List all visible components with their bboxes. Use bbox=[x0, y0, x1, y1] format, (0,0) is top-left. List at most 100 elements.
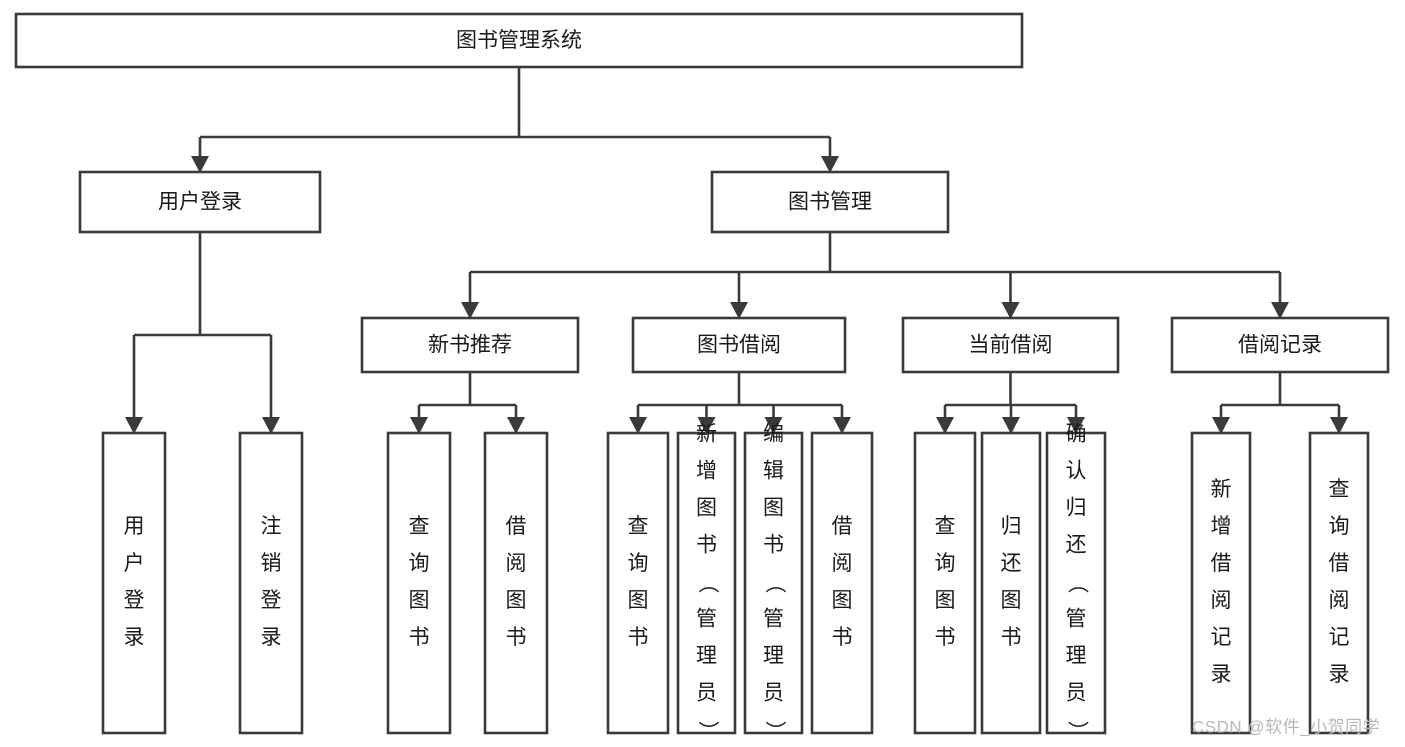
node-label-char: 图 bbox=[696, 497, 717, 520]
node-book-borrow[interactable]: 图书借阅 bbox=[631, 316, 847, 374]
node-label-char: 借 bbox=[1329, 552, 1350, 575]
arrow-head bbox=[1212, 417, 1230, 434]
node-leaf-user-login[interactable]: 用户登录 bbox=[101, 431, 167, 735]
node-label-char: 管 bbox=[696, 608, 717, 631]
node-label-char: 书 bbox=[628, 626, 649, 649]
node-box bbox=[913, 431, 977, 735]
node-label-char: ） bbox=[1065, 721, 1088, 742]
node-label-char: 新 bbox=[696, 423, 717, 446]
node-label-char: 图 bbox=[832, 589, 853, 612]
node-box bbox=[606, 431, 670, 735]
node-borrow-record[interactable]: 借阅记录 bbox=[1170, 316, 1390, 374]
node-label-char: （ bbox=[763, 573, 786, 594]
node-label-char: 销 bbox=[261, 552, 282, 575]
nodes-layer: 图书管理系统用户登录图书管理新书推荐图书借阅当前借阅借阅记录用户登录注销登录查询… bbox=[14, 12, 1390, 742]
node-root[interactable]: 图书管理系统 bbox=[14, 12, 1024, 69]
arrow-head bbox=[697, 417, 716, 434]
node-label-char: 图 bbox=[628, 589, 649, 612]
node-box bbox=[901, 316, 1120, 374]
node-box bbox=[360, 316, 580, 374]
node-label-char: 户 bbox=[124, 552, 145, 575]
node-label-char: 查 bbox=[935, 515, 956, 538]
node-label-char: 询 bbox=[628, 552, 649, 575]
node-label-char: 记 bbox=[1211, 626, 1232, 649]
edge-group-user-login bbox=[125, 232, 280, 434]
arrow-head bbox=[1001, 302, 1020, 319]
node-label: 新书推荐 bbox=[428, 334, 512, 357]
node-new-book-rec[interactable]: 新书推荐 bbox=[360, 316, 580, 374]
arrow-head bbox=[1002, 417, 1020, 434]
node-box bbox=[483, 431, 549, 735]
node-label-char: 录 bbox=[1211, 663, 1232, 686]
node-label-char: 录 bbox=[261, 626, 282, 649]
node-label-char: 编 bbox=[763, 423, 784, 446]
node-label-char: 归 bbox=[1001, 515, 1022, 538]
node-box bbox=[810, 431, 874, 735]
node-box bbox=[631, 316, 847, 374]
node-box bbox=[676, 431, 737, 735]
node-label-char: 还 bbox=[1001, 552, 1022, 575]
node-label-char: 登 bbox=[124, 589, 145, 612]
node-label-char: 增 bbox=[696, 460, 717, 483]
arrow-head bbox=[1271, 302, 1289, 319]
node-label: 图书管理 bbox=[788, 191, 872, 214]
node-box bbox=[1045, 431, 1107, 735]
arrow-head bbox=[1067, 417, 1085, 434]
node-label-char: 书 bbox=[1001, 626, 1022, 649]
arrow-head bbox=[764, 417, 783, 434]
node-label-char: 查 bbox=[409, 515, 430, 538]
node-box bbox=[386, 431, 452, 735]
node-label-char: 查 bbox=[1329, 478, 1350, 501]
node-label-char: 阅 bbox=[832, 552, 853, 575]
csdn-watermark: CSDN @软件_小贺同学 bbox=[1192, 717, 1380, 736]
node-label-char: 用 bbox=[124, 515, 145, 538]
arrow-head bbox=[507, 417, 525, 434]
node-box bbox=[1308, 431, 1370, 735]
node-label-char: 登 bbox=[261, 589, 282, 612]
node-label-char: 询 bbox=[1329, 515, 1350, 538]
node-label-char: 录 bbox=[124, 626, 145, 649]
node-label-char: 注 bbox=[261, 515, 282, 538]
node-label-char: （ bbox=[696, 573, 719, 594]
node-box bbox=[101, 431, 167, 735]
node-label-char: 辑 bbox=[763, 460, 784, 483]
node-current-borrow[interactable]: 当前借阅 bbox=[901, 316, 1120, 374]
node-label-char: 图 bbox=[506, 589, 527, 612]
node-box bbox=[14, 12, 1024, 69]
node-label-char: 归 bbox=[1066, 497, 1087, 520]
node-label-char: 员 bbox=[696, 682, 717, 705]
arrow-head bbox=[461, 302, 479, 319]
arrow-head bbox=[821, 156, 839, 173]
edge-group-book-borrow bbox=[629, 372, 851, 434]
node-label-char: 书 bbox=[763, 534, 784, 557]
node-label-char: ） bbox=[696, 721, 719, 742]
node-label-char: 借 bbox=[506, 515, 527, 538]
arrow-head bbox=[191, 156, 209, 173]
node-user-login[interactable]: 用户登录 bbox=[78, 170, 322, 234]
node-label-char: 书 bbox=[506, 626, 527, 649]
node-label: 图书管理系统 bbox=[456, 29, 582, 52]
arrow-head bbox=[833, 417, 851, 434]
node-label-char: 查 bbox=[628, 515, 649, 538]
node-book-manage[interactable]: 图书管理 bbox=[710, 170, 950, 234]
node-label-char: 阅 bbox=[1329, 589, 1350, 612]
connectors-layer bbox=[125, 67, 1348, 434]
node-box bbox=[78, 170, 322, 234]
node-label-char: 询 bbox=[409, 552, 430, 575]
node-label-char: 理 bbox=[696, 645, 717, 668]
edge-group-book-manage bbox=[461, 232, 1289, 319]
node-label-char: 员 bbox=[1066, 682, 1087, 705]
